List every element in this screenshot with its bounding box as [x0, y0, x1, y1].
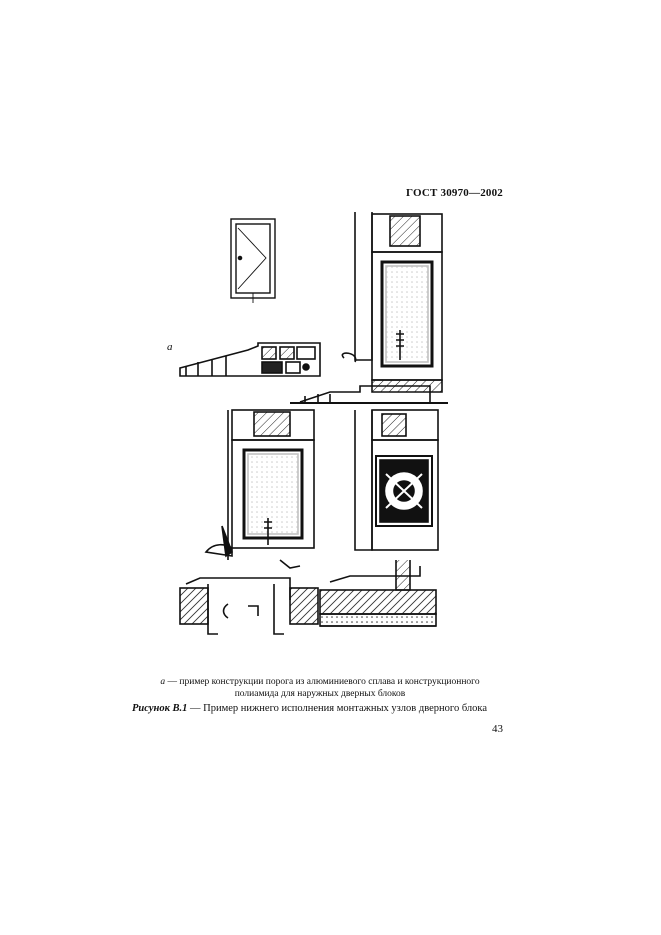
note-text: — пример конструкции порога из алюминиев…: [165, 677, 480, 699]
door-elevation-icon: [230, 218, 276, 303]
figure-note: а — пример конструкции порога из алюмини…: [140, 676, 500, 700]
note-letter: а: [160, 677, 166, 687]
page-number: 43: [492, 723, 503, 735]
door-leaf-section-top: [290, 212, 448, 404]
figure-title: Рисунок В.1 — Пример нижнего исполнения …: [132, 703, 487, 714]
figure-ref: Рисунок В.1: [132, 703, 188, 714]
standard-code: ГОСТ 30970—2002: [406, 187, 503, 199]
subfigure-label: а: [167, 341, 173, 353]
figure-title-text: — Пример нижнего исполнения монтажных уз…: [187, 703, 487, 714]
door-leaf-section-left: [179, 409, 319, 635]
threshold-profile-a: [179, 342, 321, 377]
door-leaf-section-right: [319, 409, 439, 627]
